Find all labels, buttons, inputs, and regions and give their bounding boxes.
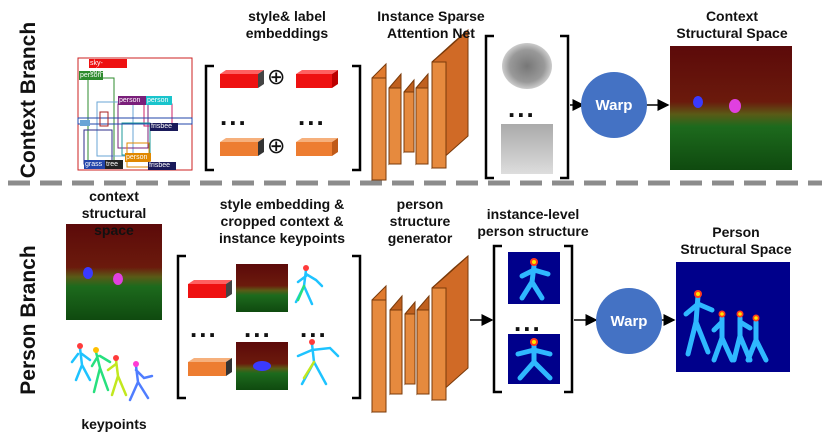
tag-text-person-2: person <box>119 97 141 104</box>
person-output-label: Person Structural Space <box>680 224 792 257</box>
cropped-context-1 <box>236 264 288 312</box>
plus-icon-1: ⊕ <box>267 65 286 90</box>
output-dots: ... <box>508 93 536 123</box>
context-structural-space-label: context structural space <box>81 188 147 238</box>
instance-keypoints-1 <box>294 265 324 306</box>
embedding-block-red-1 <box>220 70 264 88</box>
cropped-context-2 <box>236 342 288 390</box>
person-warp-node: Warp <box>596 288 662 354</box>
generator-label: person structure generator <box>387 196 453 246</box>
instance-heatmap-1 <box>508 252 560 304</box>
tag-text-frisbee-3: frisbee <box>149 162 171 169</box>
style-embedding-red <box>188 280 232 298</box>
input-dots-3: ... <box>300 313 328 343</box>
instance-mask-blob <box>502 43 552 89</box>
tag-text-tree: tree <box>106 161 119 168</box>
tag-text-grass: grass <box>85 161 103 168</box>
tag-grass <box>84 160 106 169</box>
tag-text-person-1: person <box>80 72 102 79</box>
plus-icon-2: ⊕ <box>267 134 286 159</box>
input-dots-2: ... <box>244 313 272 343</box>
instance-heatmap-2 <box>508 334 560 384</box>
attention-net-label: Instance Sparse Attention Net <box>377 8 485 41</box>
keypoints-label: keypoints <box>81 416 147 432</box>
person-generator-shape <box>371 254 469 414</box>
person-branch-title: Person Branch <box>17 245 40 395</box>
tag-person-1 <box>79 71 103 80</box>
tag-person-2 <box>118 96 146 105</box>
tag-person-4 <box>125 153 151 162</box>
tag-tree <box>105 160 123 169</box>
style-embedding-orange <box>188 358 232 376</box>
layout-tags <box>79 59 178 170</box>
tag-frisbee-2 <box>80 120 90 126</box>
instance-level-label: instance-level person structure <box>477 206 589 239</box>
input-dots-1: ... <box>190 313 218 343</box>
tag-frisbee-1 <box>150 123 178 131</box>
small-context-space-image <box>66 224 162 320</box>
embedding-block-red-2 <box>296 70 338 88</box>
tag-text-frisbee-1: frisbee <box>151 123 173 130</box>
inputs-label: style embedding & cropped context & inst… <box>218 196 346 246</box>
embedding-block-orange-2 <box>296 138 338 156</box>
tag-person-3 <box>146 96 172 105</box>
embedding-block-orange-1 <box>220 138 264 156</box>
context-warp-node: Warp <box>581 72 647 138</box>
embedding-dots-right: ... <box>298 101 326 131</box>
tag-text-sky-other: sky-other <box>90 60 106 75</box>
context-branch-title: Context Branch <box>17 21 40 179</box>
instance-mask-rect <box>501 124 553 174</box>
attention-net-shape <box>371 28 469 182</box>
embeddings-label: style& label embeddings <box>245 8 329 41</box>
tag-sky-other <box>89 59 127 68</box>
tag-text-person-4: person <box>126 154 148 161</box>
instance-keypoints-2 <box>296 339 340 386</box>
context-structural-space-image <box>670 46 792 170</box>
tag-text-person-3: person <box>147 97 169 104</box>
tag-frisbee-3 <box>148 162 176 170</box>
keypoints-image <box>70 343 154 402</box>
context-output-label: Context Structural Space <box>676 8 788 41</box>
embedding-dots-left: ... <box>220 101 248 131</box>
person-structural-space-image <box>676 262 790 372</box>
instance-dots: ... <box>514 307 542 337</box>
